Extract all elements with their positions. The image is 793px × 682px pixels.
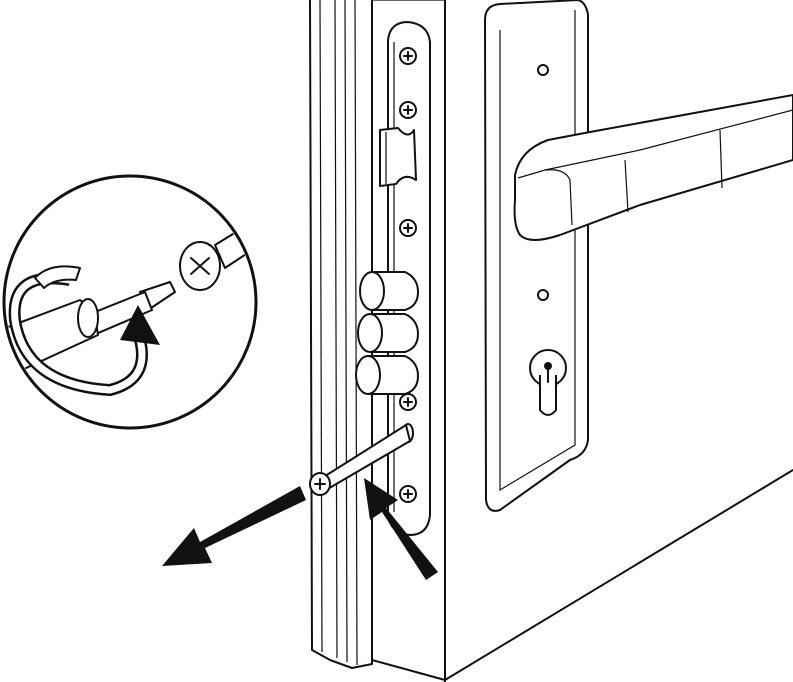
handle-escutcheon <box>484 0 589 512</box>
screw-icon <box>399 485 417 503</box>
pull-out-arrow-icon <box>162 486 306 566</box>
faceplate-screws <box>399 47 417 503</box>
screw-icon <box>399 47 417 65</box>
rotate-arrow-icon <box>8 265 160 397</box>
screw-icon <box>399 219 417 237</box>
door-leaf <box>444 0 793 682</box>
detail-inset <box>2 174 258 430</box>
door-handle <box>513 94 793 241</box>
screwdriver-icon <box>6 281 176 381</box>
long-screw <box>309 423 414 496</box>
pointer-arrow-icon <box>364 478 438 580</box>
screw-icon <box>399 393 417 411</box>
latch-bolt <box>379 127 417 187</box>
lock-cylinder <box>529 349 567 416</box>
deadbolts <box>355 271 419 395</box>
screw-icon <box>399 101 417 119</box>
door-frame-profile <box>309 0 446 681</box>
